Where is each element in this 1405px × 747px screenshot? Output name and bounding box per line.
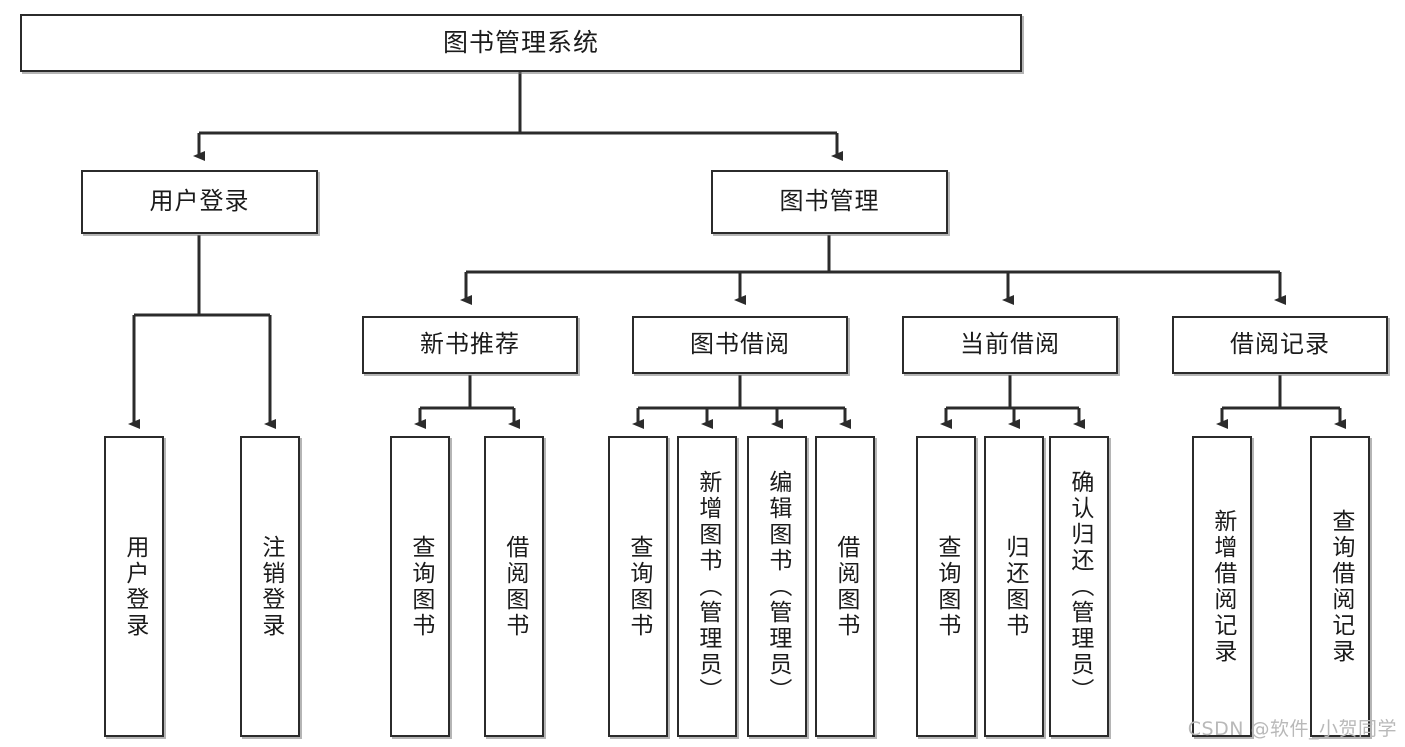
node-borrow-record[interactable]: 借阅记录 [1172, 316, 1388, 374]
leaf-borrow-record-query-record[interactable]: 查询借阅记录 [1310, 436, 1370, 737]
leaf-user-login-logout[interactable]: 注销登录 [240, 436, 300, 737]
node-label: 图书管理系统 [442, 27, 599, 57]
node-book-management[interactable]: 图书管理 [711, 170, 948, 234]
node-root-book-management-system[interactable]: 图书管理系统 [20, 14, 1022, 72]
leaf-user-login-login[interactable]: 用户登录 [104, 436, 164, 737]
node-label: 借阅图书 [832, 534, 859, 639]
node-label: 查询图书 [625, 534, 652, 639]
node-label: 新增图书（管理员） [694, 469, 721, 704]
node-label: 注销登录 [257, 534, 284, 639]
node-label: 查询图书 [933, 534, 960, 639]
node-label: 用户登录 [121, 534, 148, 639]
node-label: 新书推荐 [420, 330, 520, 359]
leaf-book-borrow-borrow-book[interactable]: 借阅图书 [815, 436, 875, 737]
node-label: 查询借阅记录 [1327, 508, 1354, 665]
leaf-borrow-record-add-record[interactable]: 新增借阅记录 [1192, 436, 1252, 737]
node-user-login[interactable]: 用户登录 [81, 170, 318, 234]
node-new-book-recommend[interactable]: 新书推荐 [362, 316, 578, 374]
node-label: 归还图书 [1001, 534, 1028, 639]
leaf-new-book-query-book[interactable]: 查询图书 [390, 436, 450, 737]
node-current-borrow[interactable]: 当前借阅 [902, 316, 1118, 374]
node-label: 图书管理 [779, 187, 880, 216]
node-label: 用户登录 [149, 187, 250, 216]
watermark-text: CSDN @软件_小贺同学 [1187, 718, 1397, 740]
leaf-current-borrow-confirm-return-admin[interactable]: 确认归还（管理员） [1049, 436, 1109, 737]
leaf-book-borrow-edit-book-admin[interactable]: 编辑图书（管理员） [747, 436, 807, 737]
node-label: 确认归还（管理员） [1066, 469, 1093, 704]
leaf-current-borrow-query-book[interactable]: 查询图书 [916, 436, 976, 737]
node-label: 当前借阅 [960, 330, 1060, 359]
node-label: 新增借阅记录 [1209, 508, 1236, 665]
leaf-current-borrow-return-book[interactable]: 归还图书 [984, 436, 1044, 737]
leaf-book-borrow-query-book[interactable]: 查询图书 [608, 436, 668, 737]
node-label: 图书借阅 [690, 330, 790, 359]
node-label: 编辑图书（管理员） [764, 469, 791, 704]
leaf-book-borrow-add-book-admin[interactable]: 新增图书（管理员） [677, 436, 737, 737]
node-label: 查询图书 [407, 534, 434, 639]
node-book-borrow[interactable]: 图书借阅 [632, 316, 848, 374]
node-label: 借阅记录 [1230, 330, 1330, 359]
leaf-new-book-borrow-book[interactable]: 借阅图书 [484, 436, 544, 737]
node-label: 借阅图书 [501, 534, 528, 639]
